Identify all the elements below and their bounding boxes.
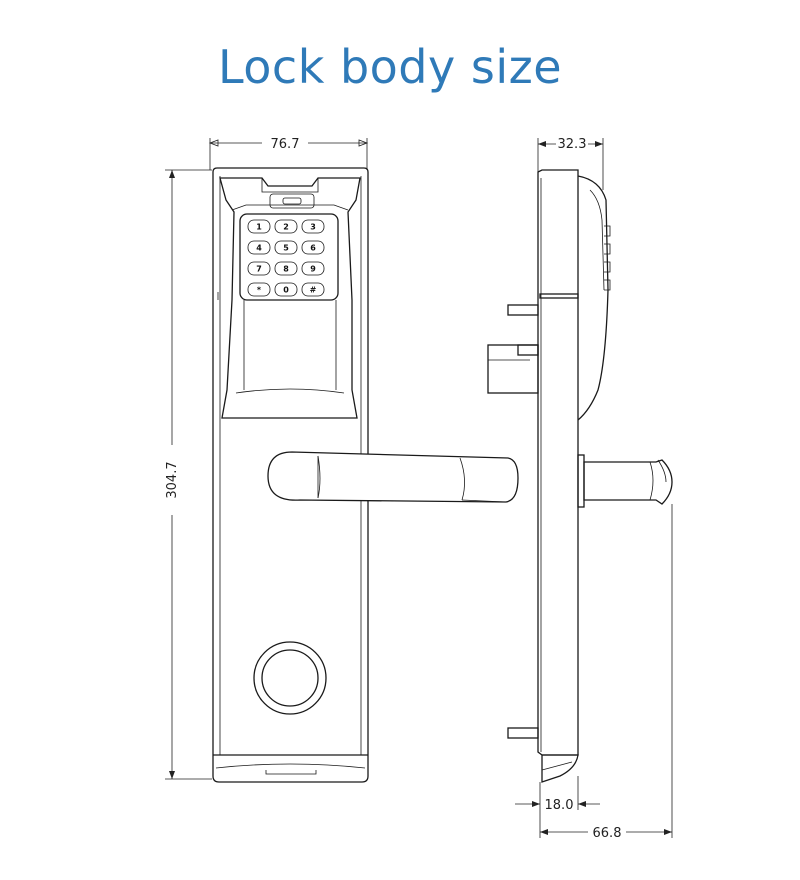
keypad-key: 3 xyxy=(301,219,325,234)
keypad-key: 7 xyxy=(247,261,271,276)
front-width-dimension: 76.7 xyxy=(208,137,369,170)
keypad-panel xyxy=(239,213,339,301)
keypad-key-label: 3 xyxy=(310,223,316,232)
top-spindle xyxy=(507,293,579,316)
keypad-key: 1 xyxy=(247,219,271,234)
bottom-spindle xyxy=(507,727,539,739)
page-title: Lock body size xyxy=(217,40,563,94)
side-depth-top-dimension: 32.3 xyxy=(537,136,604,190)
keypad-key-outline xyxy=(247,219,271,234)
side-bottom-cap xyxy=(541,754,579,783)
keypad-key-label: # xyxy=(310,286,317,295)
keypad-key-outline xyxy=(274,261,298,276)
side-depth-top-label: 32.3 xyxy=(558,137,587,152)
side-plate xyxy=(537,169,579,756)
keypad-key-label: 2 xyxy=(283,223,289,232)
keypad-key: 6 xyxy=(301,240,325,255)
front-view: 76.7 304.7 xyxy=(165,137,519,783)
sensor-window xyxy=(282,197,302,205)
bottom-cap xyxy=(213,754,368,775)
front-height-dimension: 304.7 xyxy=(165,169,212,780)
front-height-label: 304.7 xyxy=(165,461,180,498)
keypad-key: 0 xyxy=(274,282,298,297)
side-depth-bottom-total-dimension: 66.8 xyxy=(540,504,673,841)
keypad-key-label: 4 xyxy=(256,244,262,253)
keypad-key-label: 8 xyxy=(283,265,289,274)
side-depth-bottom-inner-dimension: 18.0 xyxy=(515,776,600,838)
keypad-key-label: 7 xyxy=(256,265,262,274)
keypad-key-outline xyxy=(274,219,298,234)
keypad-key: 9 xyxy=(301,261,325,276)
front-width-label: 76.7 xyxy=(271,137,300,152)
side-lever xyxy=(577,454,673,508)
keypad-key-label: 1 xyxy=(256,223,262,232)
keypad-key: # xyxy=(301,282,325,297)
cylinder-knob xyxy=(253,641,327,715)
keypad-key-outline xyxy=(247,282,271,297)
keypad-key-label: 6 xyxy=(310,244,316,253)
keypad-key: * xyxy=(247,282,271,297)
keypad-key-outline xyxy=(247,240,271,255)
keypad-key-label: 0 xyxy=(283,286,289,295)
keypad-key: 4 xyxy=(247,240,271,255)
keypad-key-outline xyxy=(274,282,298,297)
front-plate xyxy=(212,167,369,783)
keypad-key-outline xyxy=(247,261,271,276)
keypad-key-outline xyxy=(301,261,325,276)
keypad-key-outline xyxy=(301,240,325,255)
keypad-key-outline xyxy=(301,219,325,234)
keypad-key-label: * xyxy=(257,286,262,295)
side-depth-bottom-total-label: 66.8 xyxy=(593,826,622,841)
lever-handle xyxy=(267,451,519,503)
keypad-key: 2 xyxy=(274,219,298,234)
side-depth-bottom-inner-label: 18.0 xyxy=(545,798,574,813)
keypad-key: 5 xyxy=(274,240,298,255)
keypad-key-label: 5 xyxy=(283,244,289,253)
keypad-housing: 1 2 3 4 5 6 7 8 9 * 0 # xyxy=(219,177,361,419)
keypad-key-outline xyxy=(274,240,298,255)
keypad-key: 8 xyxy=(274,261,298,276)
keypad-key-outline xyxy=(301,282,325,297)
side-view: 32.3 xyxy=(487,136,673,841)
keypad-keys: 1 2 3 4 5 6 7 8 9 * 0 # xyxy=(247,219,325,297)
side-keypad-profile xyxy=(604,225,611,291)
latch-bolt xyxy=(487,344,539,394)
side-housing xyxy=(577,175,609,421)
keypad-key-label: 9 xyxy=(310,265,316,274)
